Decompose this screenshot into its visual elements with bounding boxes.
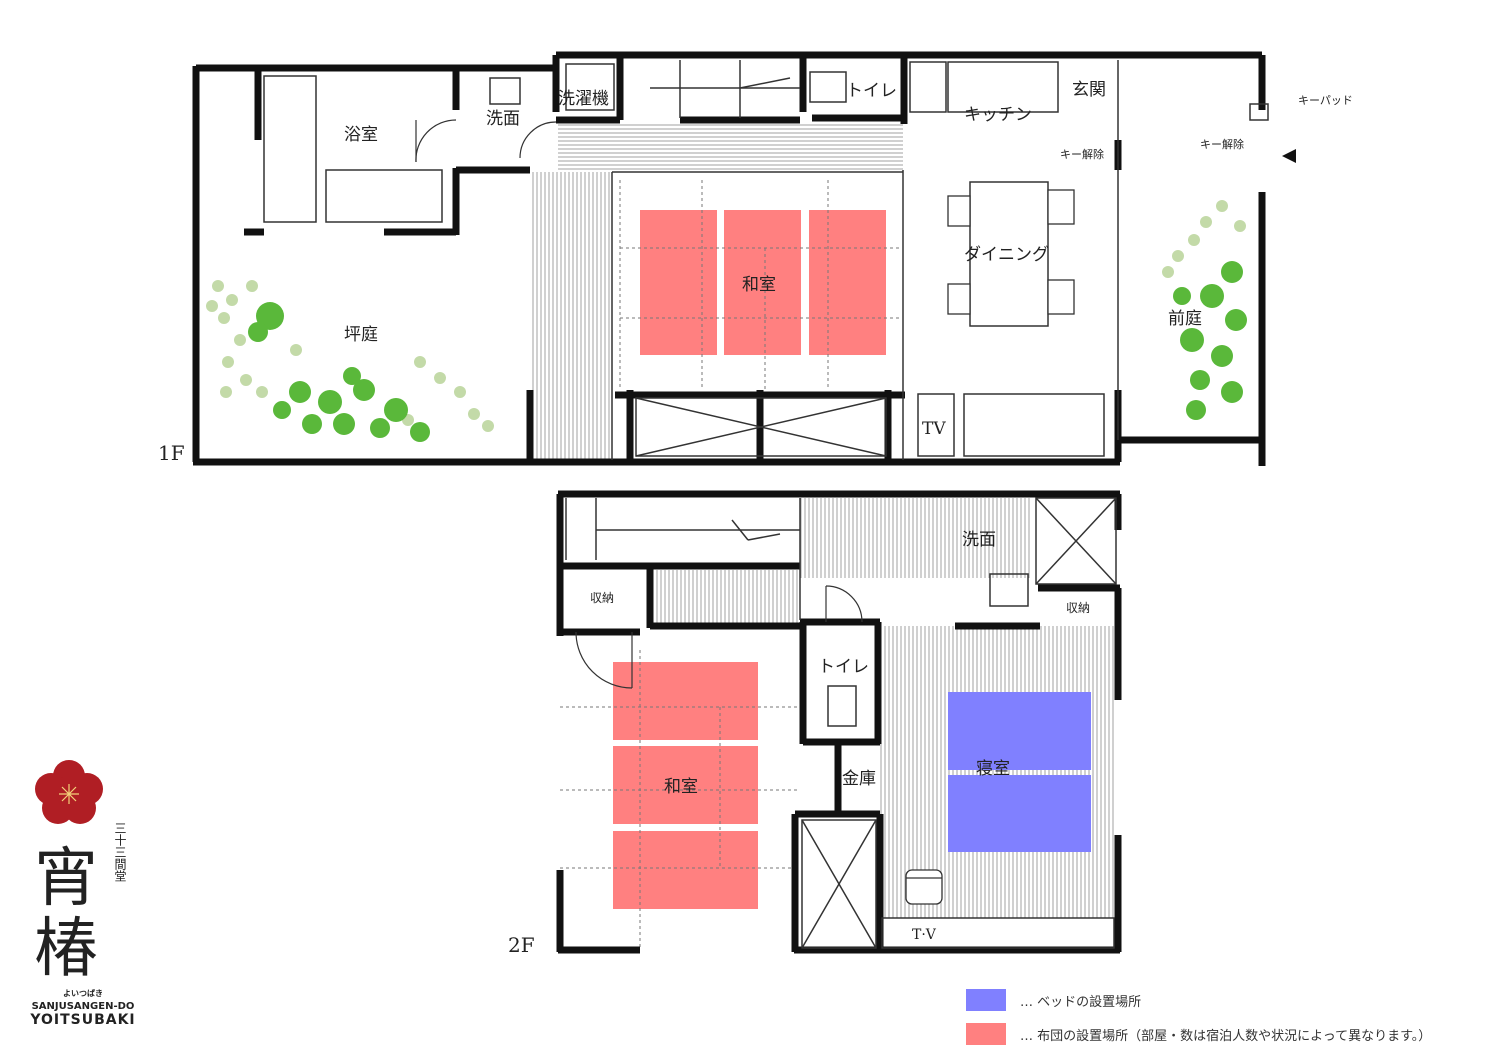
courtyard-garden — [206, 280, 494, 442]
bedroom-floor — [880, 626, 1114, 918]
brand-line2: YOITSUBAKI — [30, 1012, 136, 1028]
room-washroom-1f: 洗面 — [486, 109, 520, 129]
brand-logo: 宵 椿 三十三間堂 よいつばき SANJUSANGEN-DO YOITSUBAK… — [28, 760, 138, 1050]
entry-arrow-icon — [1282, 149, 1296, 163]
legend-futon: … 布団の設置場所（部屋・数は宿泊人数や状況によって異なります。） — [966, 1019, 1496, 1049]
legend-futon-text: … 布団の設置場所（部屋・数は宿泊人数や状況によって異なります。） — [1020, 1028, 1432, 1044]
futon — [640, 210, 717, 355]
brand-line1: SANJUSANGEN-DO — [31, 1001, 135, 1012]
futon — [613, 831, 758, 909]
room-bath: 浴室 — [344, 125, 378, 145]
room-courtyard: 坪庭 — [344, 325, 378, 345]
tatami-lines-1f — [619, 180, 900, 390]
room-washing-machine: 洗濯機 — [558, 89, 609, 109]
brand-kanji-2: 椿 — [34, 912, 98, 980]
front-garden — [1162, 200, 1247, 420]
floor-label-2f: 2F — [508, 933, 535, 957]
room-toilet-2f: トイレ — [818, 657, 869, 677]
doors-2f — [575, 585, 863, 689]
thin-walls-1f — [263, 60, 1269, 460]
bed — [948, 692, 1091, 770]
armchair-icon — [905, 869, 943, 905]
bed — [948, 775, 1091, 852]
stair-landing-2f — [655, 570, 800, 625]
brand-vertical-small: 三十三間堂 — [113, 822, 127, 882]
legend-bed-text: … ベッドの設置場所 — [1020, 994, 1142, 1010]
legend-bed: … ベッドの設置場所 — [966, 985, 1496, 1015]
futon — [613, 746, 758, 824]
doors-1f — [415, 119, 557, 163]
brand-kanji-1: 宵 — [34, 842, 98, 916]
futon-group-1f — [640, 210, 886, 355]
legend: … ベッドの設置場所 … 布団の設置場所（部屋・数は宿泊人数や状況によって異なり… — [966, 985, 1496, 1053]
room-front-garden: 前庭 — [1168, 309, 1202, 329]
room-washroom-2f: 洗面 — [962, 530, 996, 550]
futon — [809, 210, 886, 355]
label-key-release-inner: キー解除 — [1060, 147, 1104, 161]
room-safe: 金庫 — [842, 769, 876, 789]
legend-bed-swatch — [966, 989, 1006, 1011]
futon — [613, 662, 758, 740]
dining-chairs — [947, 189, 1075, 315]
room-bedroom: 寝室 — [976, 758, 1010, 779]
room-dining: ダイニング — [964, 245, 1049, 265]
tatami-lines-2f — [560, 650, 800, 950]
room-storage-right: 収納 — [1066, 601, 1090, 615]
hall-2f — [800, 498, 1030, 578]
room-washitsu-1f: 和室 — [742, 275, 776, 295]
label-keypad: キーパッド — [1298, 94, 1353, 107]
room-washitsu-2f: 和室 — [664, 777, 698, 797]
corridor-1f — [558, 122, 903, 172]
plum-emblem-icon: 宵 椿 三十三間堂 — [34, 760, 127, 986]
label-tv-1f: TV — [922, 419, 946, 439]
bed-group — [948, 692, 1091, 852]
thin-walls-2f — [565, 497, 1117, 949]
room-storage-left: 収納 — [590, 591, 614, 605]
label-tv-2f: T·V — [912, 927, 937, 943]
futon — [724, 210, 801, 355]
floor-label-1f: 1F — [158, 441, 185, 465]
room-kitchen: キッチン — [964, 105, 1032, 125]
brand-kana: よいつばき — [63, 989, 103, 998]
walls-2f — [556, 490, 1122, 954]
label-key-release-outer: キー解除 — [1200, 137, 1244, 151]
veranda-1f — [532, 172, 612, 460]
futon-group-2f — [613, 662, 758, 909]
walls-1f — [192, 51, 1266, 466]
first-floor: 1F 浴室 洗面 洗濯機 トイレ キッチン 玄関 キー解除 キーパッド キー解除… — [158, 51, 1353, 466]
room-entrance: 玄関 — [1072, 80, 1106, 100]
room-toilet-1f: トイレ — [846, 81, 897, 101]
second-floor: 2F 洗面 収納 収納 トイレ 和室 金庫 寝室 T·V — [508, 490, 1122, 957]
legend-futon-swatch — [966, 1023, 1006, 1045]
